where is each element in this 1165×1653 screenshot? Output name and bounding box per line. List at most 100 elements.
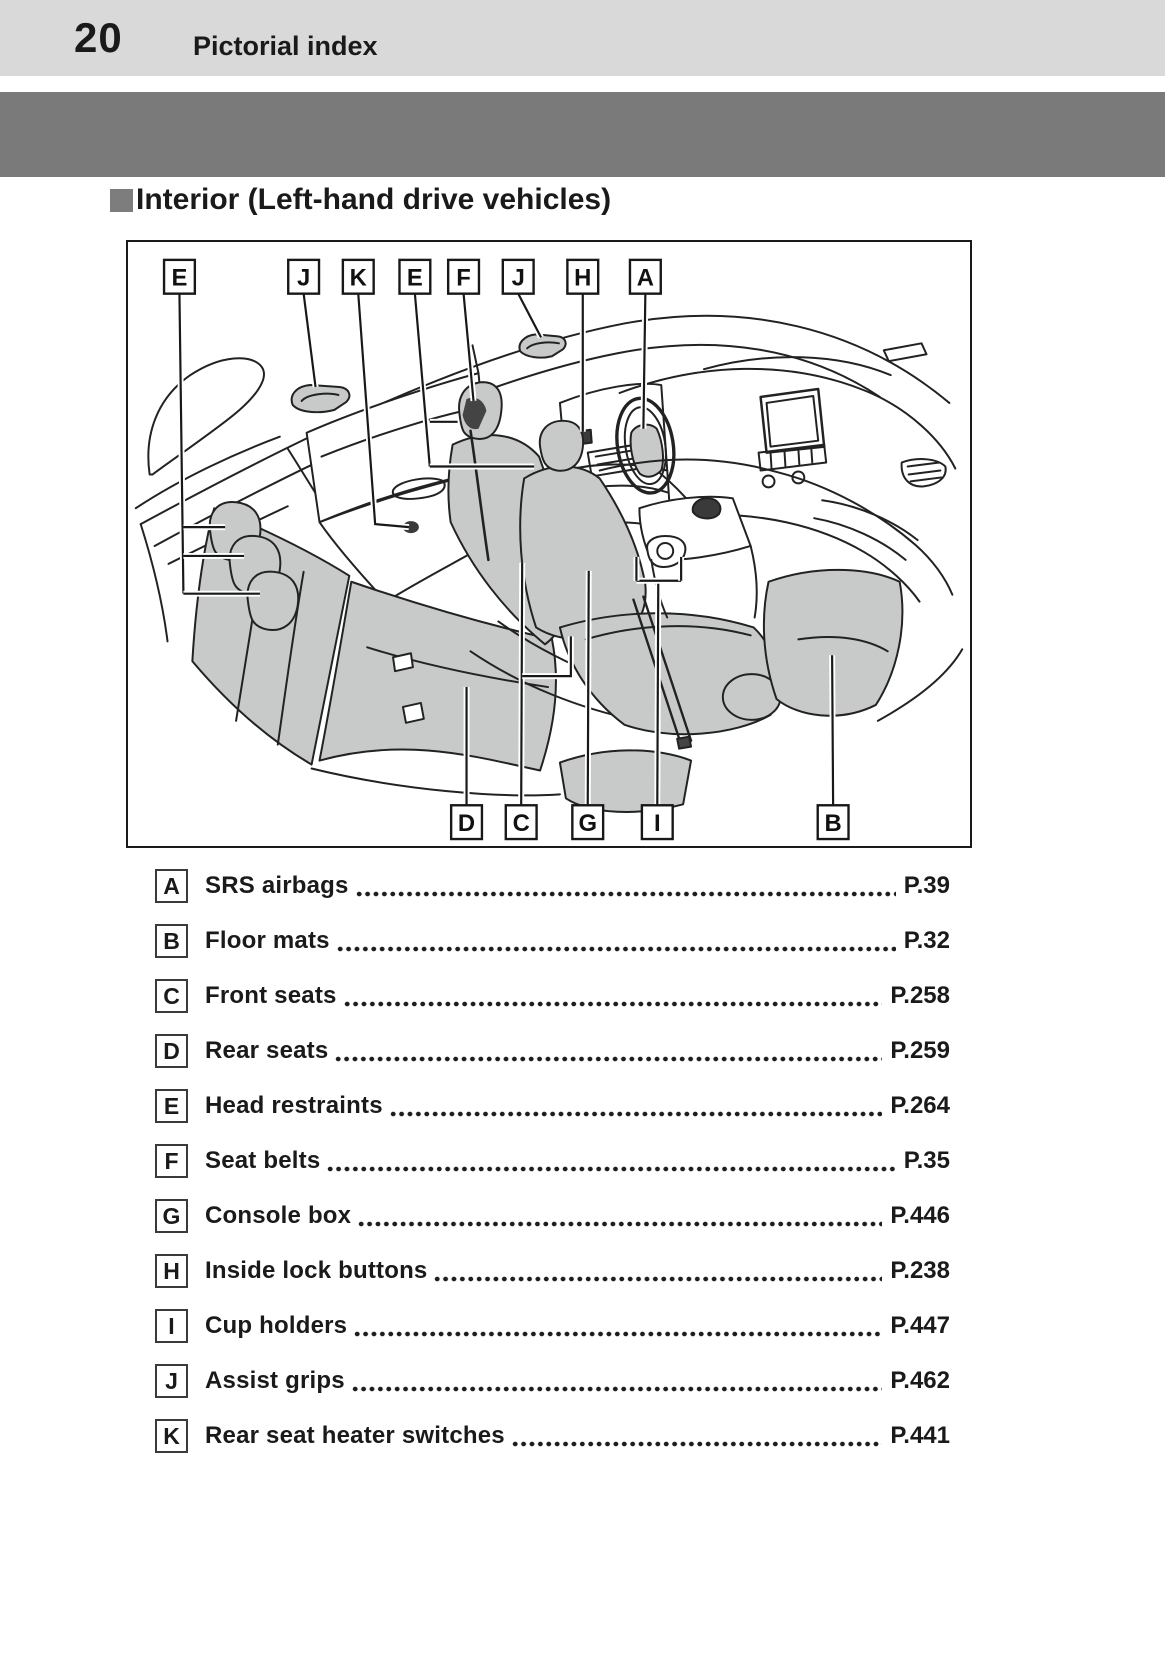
index-key-box: H: [155, 1254, 188, 1288]
index-item-label: Front seats: [205, 982, 337, 1009]
leader-line: [642, 293, 647, 429]
index-item-label: Rear seats: [205, 1037, 329, 1064]
callout-j: J: [287, 258, 321, 388]
dotted-leader: [350, 1364, 883, 1398]
callout-box: [640, 804, 674, 841]
callout-c: C: [504, 562, 574, 841]
callout-box: [816, 804, 850, 841]
index-page-ref: P.258: [890, 982, 950, 1009]
index-key-box: G: [155, 1199, 188, 1233]
callout-box: [341, 258, 375, 295]
callout-d: D: [449, 687, 484, 841]
leader-line: [520, 562, 524, 806]
callout-letter: C: [513, 810, 530, 837]
callout-a: A: [628, 258, 662, 429]
index-key-box: I: [155, 1309, 188, 1343]
callout-box: [162, 258, 197, 295]
callout-f: F: [446, 258, 481, 402]
index-page-ref: P.462: [890, 1367, 950, 1394]
index-item-label: Console box: [205, 1202, 352, 1229]
leader-line: [586, 570, 590, 806]
callout-letter: J: [297, 265, 310, 292]
callout-letter: G: [578, 810, 597, 837]
callout-letter: H: [574, 265, 591, 292]
chapter-band: [0, 92, 1165, 177]
index-row-c: C Front seats P.258: [155, 979, 950, 1013]
index-item-label: Head restraints: [205, 1092, 383, 1119]
index-item-label: Cup holders: [205, 1312, 348, 1339]
dotted-leader: [335, 924, 896, 958]
callout-letter: J: [512, 265, 525, 292]
index-key-box: C: [155, 979, 188, 1013]
index-page-ref: P.32: [903, 927, 950, 954]
index-key-box: A: [155, 869, 188, 903]
index-page-ref: P.446: [890, 1202, 950, 1229]
index-key-box: B: [155, 924, 188, 958]
callout-letter: A: [637, 265, 654, 292]
index-row-h: H Inside lock buttons P.238: [155, 1254, 950, 1288]
leader-line: [178, 293, 185, 594]
callout-letter: E: [171, 265, 187, 292]
index-page-ref: P.441: [890, 1422, 950, 1449]
callout-box: [566, 258, 600, 295]
leader-line: [831, 655, 835, 806]
index-item-label: Assist grips: [205, 1367, 345, 1394]
index-page-ref: P.264: [890, 1092, 950, 1119]
index-key-box: E: [155, 1089, 188, 1123]
callout-letter: B: [825, 810, 842, 837]
dotted-leader: [388, 1089, 883, 1123]
chapter-title: Pictorial index: [193, 31, 378, 61]
dotted-leader: [353, 1309, 883, 1343]
callout-box: [628, 258, 662, 295]
callout-h: H: [566, 258, 600, 432]
index-page-ref: P.35: [903, 1147, 950, 1174]
index-row-k: K Rear seat heater switches P.441: [155, 1419, 950, 1453]
callout-k: K: [341, 258, 410, 531]
page-header: 20 Pictorial index: [0, 0, 1165, 76]
index-key-box: F: [155, 1144, 188, 1178]
callout-b: B: [816, 655, 850, 841]
index-key-box: D: [155, 1034, 188, 1068]
callout-box: [501, 258, 535, 295]
index-key-box: J: [155, 1364, 188, 1398]
leader-line: [462, 293, 475, 402]
index-page-ref: P.39: [903, 872, 950, 899]
section-title: Interior (Left-hand drive vehicles): [110, 183, 611, 217]
leader-line: [302, 293, 317, 388]
section-bullet-square: [110, 188, 133, 212]
callout-box: [398, 258, 432, 295]
leader-line: [413, 293, 431, 467]
dotted-leader: [433, 1254, 883, 1288]
callout-letter: E: [407, 265, 423, 292]
index-row-g: G Console box P.446: [155, 1199, 950, 1233]
callout-e: E: [398, 258, 535, 470]
dotted-leader: [334, 1034, 883, 1068]
index-item-label: Seat belts: [205, 1147, 321, 1174]
leader-line: [656, 580, 660, 806]
callout-letter: D: [458, 810, 475, 837]
leader-line: [517, 293, 543, 338]
leader-line: [522, 636, 572, 678]
callout-e: E: [162, 258, 260, 597]
dotted-leader: [354, 869, 896, 903]
callout-letter: F: [456, 265, 471, 292]
dotted-leader: [326, 1144, 896, 1178]
index-page-ref: P.238: [890, 1257, 950, 1284]
section-title-text: Interior (Left-hand drive vehicles): [136, 183, 612, 216]
index-key-box: K: [155, 1419, 188, 1453]
callout-letter: I: [654, 810, 661, 837]
index-item-label: Rear seat heater switches: [205, 1422, 505, 1449]
callout-i: I: [633, 556, 685, 841]
dotted-leader: [342, 979, 883, 1013]
index-row-f: F Seat belts P.35: [155, 1144, 950, 1178]
index-item-label: Inside lock buttons: [205, 1257, 428, 1284]
page-number: 20: [74, 14, 123, 61]
